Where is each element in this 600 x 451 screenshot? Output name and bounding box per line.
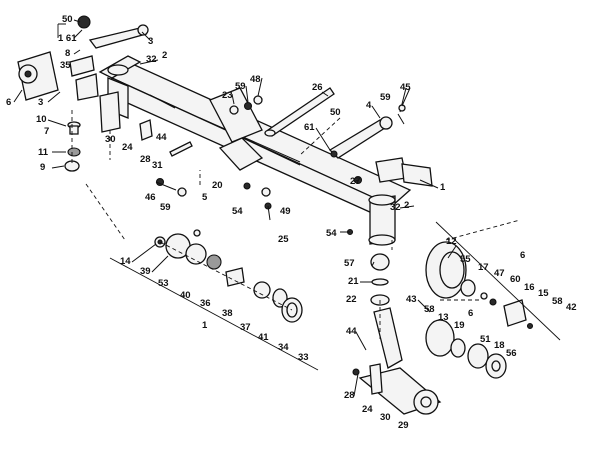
callout-6b: 6 — [520, 250, 525, 261]
callout-55: 55 — [460, 254, 471, 265]
callout-3a: 3 — [148, 36, 153, 47]
callout-37: 37 — [240, 322, 251, 333]
callout-21: 21 — [348, 276, 359, 287]
callout-58a: 58 — [552, 296, 563, 307]
callout-34: 34 — [278, 342, 289, 353]
callout-4: 4 — [366, 100, 372, 111]
callout-56: 56 — [506, 348, 517, 359]
callout-24a: 24 — [122, 142, 133, 153]
callout-10: 10 — [36, 114, 47, 125]
callout-48: 48 — [250, 74, 261, 85]
callout-59b: 59 — [380, 92, 391, 103]
callout-44a: 44 — [156, 132, 167, 143]
fasteners-cluster — [139, 95, 354, 236]
callout-58b: 58 — [424, 304, 435, 315]
callout-50a: 50 — [62, 14, 73, 25]
brake-drum-assembly — [425, 241, 534, 379]
callout-5: 5 — [202, 192, 208, 203]
callout-28b: 28 — [344, 390, 355, 401]
axle-beam — [98, 55, 412, 246]
callout-57: 57 — [344, 258, 355, 269]
callout-26: 26 — [312, 82, 323, 93]
callout-50b: 50 — [330, 107, 341, 118]
callout-18: 18 — [494, 340, 505, 351]
spindle-assembly — [352, 253, 442, 415]
left-bearing-kit — [154, 229, 303, 323]
callout-25: 25 — [278, 234, 289, 245]
callout-23: 23 — [222, 90, 233, 101]
callout-59c: 59 — [160, 202, 171, 213]
callout-44b: 44 — [346, 326, 357, 337]
callout-22: 22 — [346, 294, 357, 305]
callout-49: 49 — [280, 206, 291, 217]
callout-9: 9 — [40, 162, 45, 173]
callout-61: 61 — [304, 122, 315, 133]
callout-47: 47 — [494, 268, 505, 279]
callout-54a: 54 — [232, 206, 243, 217]
callout-30a: 30 — [105, 134, 116, 145]
callout-24b: 24 — [362, 404, 373, 415]
callout-38: 38 — [222, 308, 233, 319]
callout-33: 33 — [298, 352, 309, 363]
callout-54b: 54 — [326, 228, 337, 239]
callout-2b: 2 — [404, 200, 409, 211]
callout-20: 20 — [212, 180, 223, 191]
callout-11: 11 — [38, 147, 49, 158]
callout-29: 29 — [398, 420, 409, 431]
callout-1-61: 1 61 — [58, 33, 77, 44]
callout-45: 45 — [400, 82, 411, 93]
callout-32b: 32 — [390, 202, 401, 213]
callout-1b: 1 — [202, 320, 208, 331]
grouping-brackets — [57, 23, 561, 371]
callout-labels: 50 1 61 8 3 2 32 35 6 3 10 7 11 9 30 24 … — [6, 14, 577, 431]
callout-3b: 3 — [38, 97, 43, 108]
callout-17a: 17 — [478, 262, 489, 273]
callout-60: 60 — [510, 274, 521, 285]
callout-19: 19 — [454, 320, 465, 331]
callout-7: 7 — [44, 126, 49, 137]
callout-39: 39 — [140, 266, 151, 277]
callout-42: 42 — [566, 302, 577, 313]
left-arm-assembly — [17, 15, 149, 172]
callout-13: 13 — [438, 312, 449, 323]
callout-12: 12 — [446, 236, 457, 247]
callout-35: 35 — [60, 60, 71, 71]
callout-43: 43 — [406, 294, 417, 305]
callout-36: 36 — [200, 298, 211, 309]
callout-6c: 6 — [468, 308, 473, 319]
callout-46: 46 — [145, 192, 156, 203]
callout-30b: 30 — [380, 412, 391, 423]
callout-59a: 59 — [235, 81, 246, 92]
callout-16a: 16 — [524, 282, 535, 293]
callout-32a: 32 — [146, 54, 157, 65]
callout-2a: 2 — [162, 50, 167, 61]
callout-1a: 1 — [440, 182, 446, 193]
tie-rod — [264, 87, 335, 137]
callout-31: 31 — [152, 160, 163, 171]
callout-40: 40 — [180, 290, 191, 301]
callout-51: 51 — [480, 334, 491, 345]
callout-14: 14 — [120, 256, 131, 267]
assembly-lines — [71, 110, 521, 340]
callout-53: 53 — [158, 278, 169, 289]
callout-6a: 6 — [6, 97, 11, 108]
callout-15: 15 — [538, 288, 549, 299]
callout-41: 41 — [258, 332, 269, 343]
callout-28a: 28 — [140, 154, 151, 165]
callout-8: 8 — [65, 48, 70, 59]
leader-lines — [13, 19, 457, 397]
